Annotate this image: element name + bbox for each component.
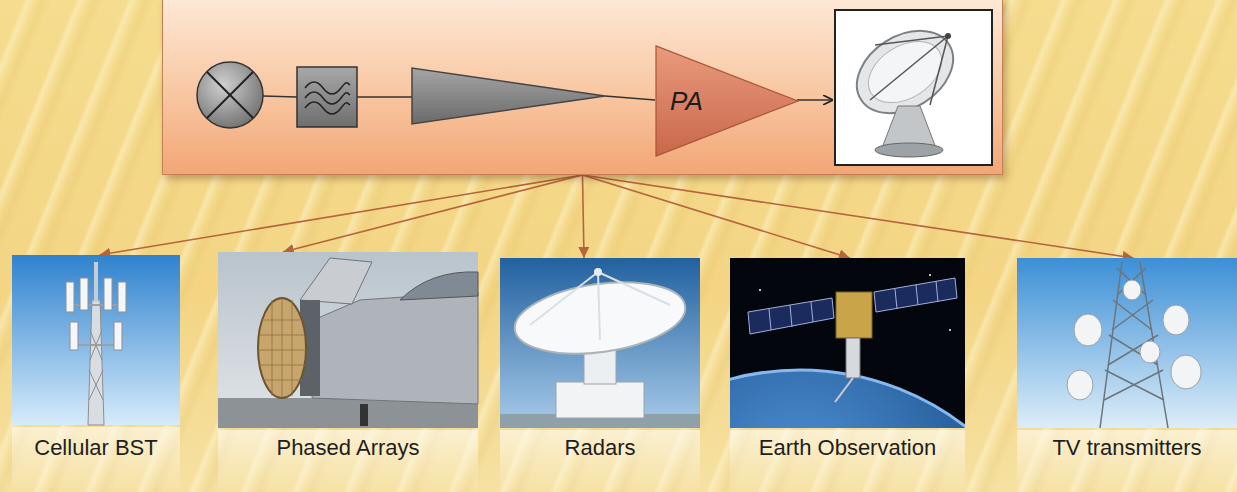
satellite-picture xyxy=(530,258,1070,492)
radar-picture xyxy=(500,258,700,428)
block-label: PA xyxy=(670,86,703,117)
application-arrow xyxy=(99,175,582,255)
application-arrow xyxy=(583,175,850,258)
caption-label: Radars xyxy=(565,435,636,461)
application-arrow xyxy=(583,175,585,258)
cell-tower-picture xyxy=(12,255,180,425)
caption-label: TV transmitters xyxy=(1052,435,1201,461)
pa-triangle: PA xyxy=(656,46,798,156)
application-tile: Earth Observation xyxy=(730,258,965,468)
application-arrow xyxy=(583,175,1134,258)
tv-tower-picture xyxy=(1017,258,1237,428)
caption-label: Phased Arrays xyxy=(276,435,419,461)
picture-reflection xyxy=(12,427,1237,490)
application-tile: Radars xyxy=(500,258,700,468)
caption-label: Earth Observation xyxy=(759,435,936,461)
phased-array-picture xyxy=(218,252,478,428)
caption-label: Cellular BST xyxy=(34,435,157,461)
pa-triangle-shape xyxy=(656,46,798,156)
application-tile: TV transmitters xyxy=(1017,258,1237,468)
system-panel: PA xyxy=(162,0,1003,175)
application-arrow xyxy=(283,175,583,252)
application-tile: Cellular BST xyxy=(12,255,180,468)
application-tile: Phased Arrays xyxy=(218,252,478,468)
